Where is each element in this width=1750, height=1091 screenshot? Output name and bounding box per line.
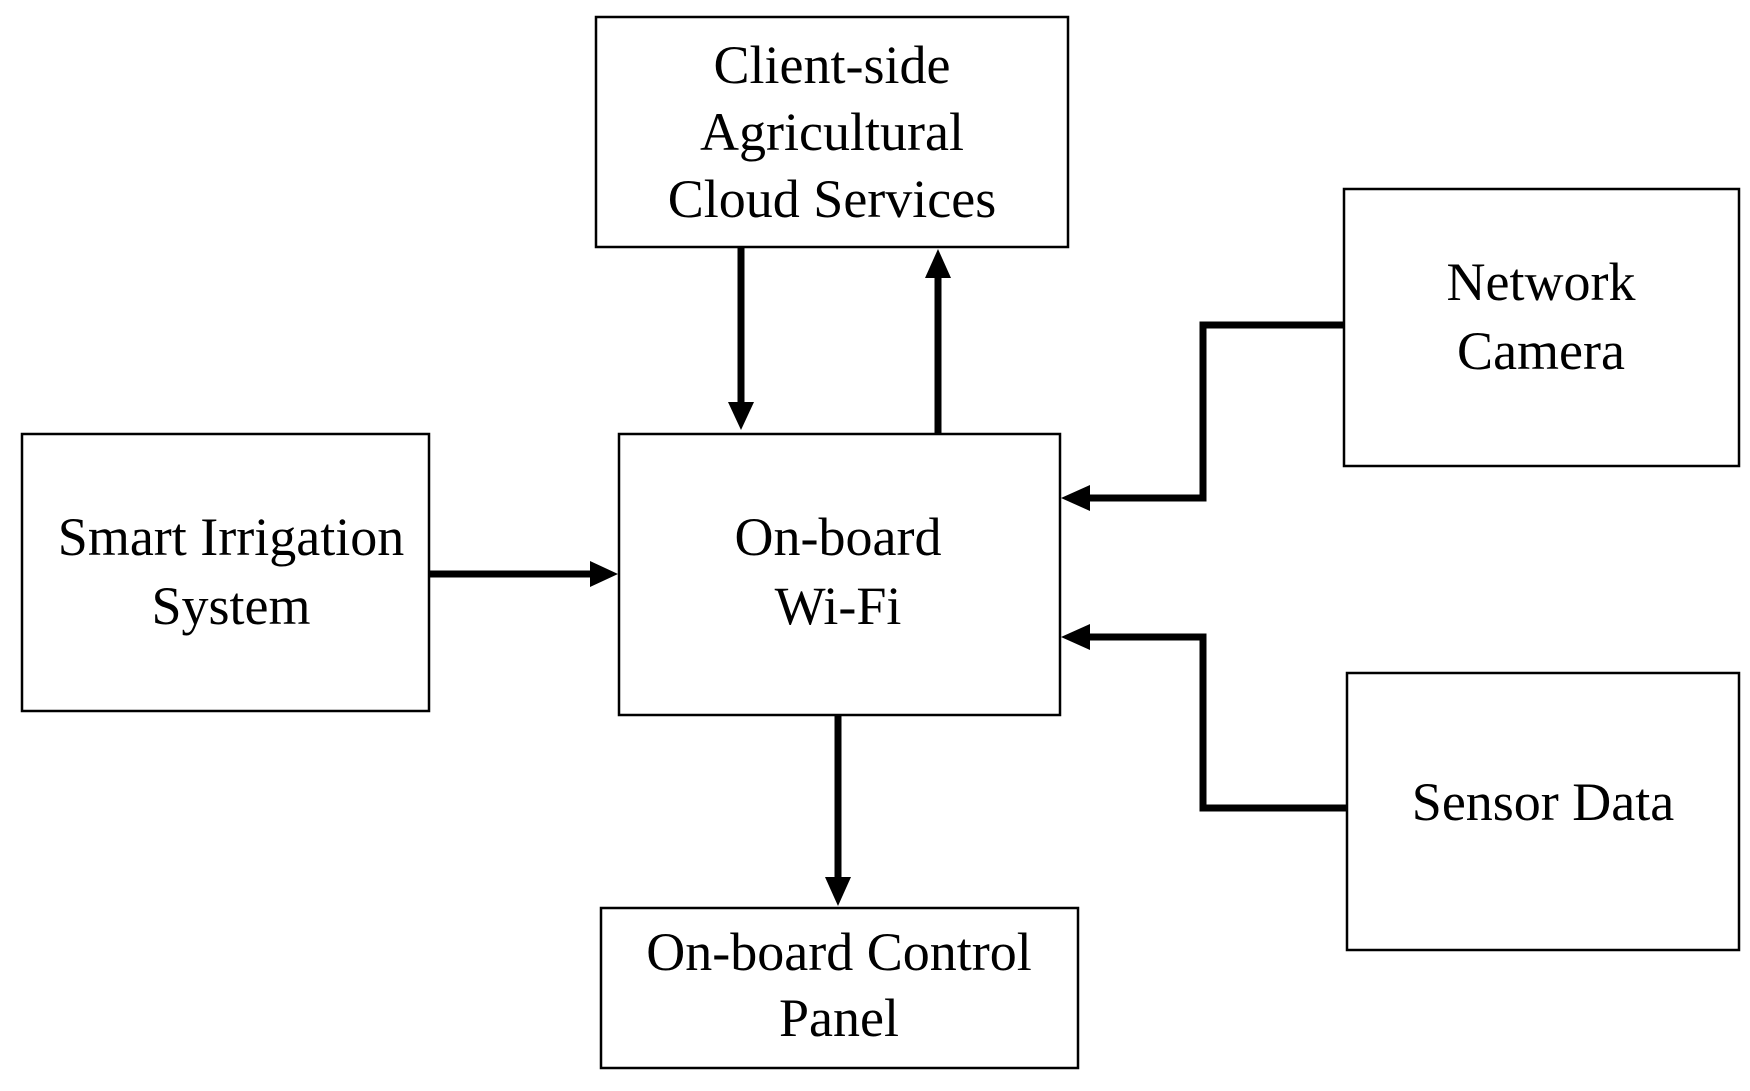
control-panel-label-line-1: On-board Control xyxy=(646,922,1031,982)
arrow-cloud-to-wifi xyxy=(728,247,754,430)
smart-irrigation-box xyxy=(20,432,431,713)
smart-irrigation-label-line-1: Smart Irrigation xyxy=(58,507,404,567)
network-camera-label-line-1: Network xyxy=(1447,252,1636,312)
arrowhead-left xyxy=(1061,624,1090,650)
onboard-wifi-box xyxy=(617,432,1062,717)
node-sensor-data: Sensor Data xyxy=(1345,671,1741,952)
node-cloud-services: Client-side Agricultural Cloud Services xyxy=(594,15,1070,249)
cloud-services-label-line-1: Client-side xyxy=(714,35,951,95)
arrow-sensor-to-wifi xyxy=(1061,624,1347,812)
network-camera-label-line-2: Camera xyxy=(1457,321,1625,381)
node-onboard-wifi: On-board Wi-Fi xyxy=(617,432,1062,717)
onboard-wifi-label-line-1: On-board xyxy=(735,507,942,567)
arrowhead-up xyxy=(925,249,951,278)
smart-irrigation-label-line-2: System xyxy=(151,576,310,636)
arrowhead-down xyxy=(728,402,754,430)
control-panel-box xyxy=(599,906,1080,1070)
arrow-wifi-to-cloud xyxy=(925,249,951,434)
node-network-camera: Network Camera xyxy=(1342,187,1741,468)
arrow-wifi-to-panel xyxy=(825,715,851,906)
cloud-services-label-line-3: Cloud Services xyxy=(668,169,996,229)
onboard-wifi-label-line-2: Wi-Fi xyxy=(775,576,902,636)
arrowhead-right xyxy=(590,561,618,587)
cloud-services-label-line-2: Agricultural xyxy=(700,102,964,162)
sensor-data-box xyxy=(1345,671,1741,952)
cloud-services-box xyxy=(594,15,1070,249)
arrow-irrigation-to-wifi xyxy=(429,561,618,587)
arrowhead-left xyxy=(1061,485,1090,511)
arrow-camera-to-wifi xyxy=(1061,321,1344,511)
node-control-panel: On-board Control Panel xyxy=(599,906,1080,1070)
sensor-data-label: Sensor Data xyxy=(1412,772,1674,832)
network-camera-box xyxy=(1342,187,1741,468)
control-panel-label-line-2: Panel xyxy=(779,988,899,1048)
node-smart-irrigation: Smart Irrigation System xyxy=(20,432,431,713)
arrowhead-down xyxy=(825,877,851,906)
